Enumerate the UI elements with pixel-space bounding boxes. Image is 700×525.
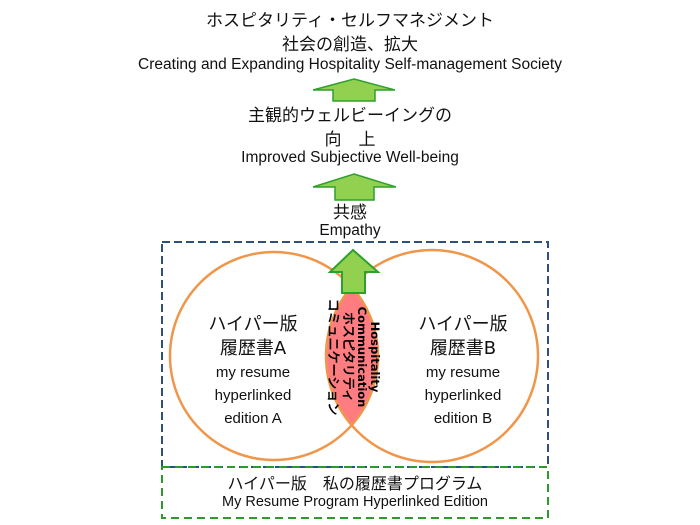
circle-b <box>324 248 540 464</box>
program-title-jp: ハイパー版 私の履歴書プログラム <box>227 474 483 493</box>
circle-a-en1: my resume <box>215 364 291 381</box>
wellbeing-subtitle-jp: 向 上 <box>324 130 376 150</box>
circle-a <box>168 250 380 462</box>
empathy-jp: 共感 <box>333 203 367 223</box>
up-arrow-icon <box>327 248 381 294</box>
circle-b-jp2: 履歴書B <box>429 338 497 359</box>
circle-a-en3: edition A <box>224 410 282 427</box>
intersection-label: Hospitality Communication ホスピタリティ コミュニケー… <box>325 298 382 416</box>
circle-b-en3: edition B <box>433 410 493 427</box>
circle-b-jp1: ハイパー版 <box>418 314 508 335</box>
program-title-en: My Resume Program Hyperlinked Edition <box>222 494 488 510</box>
circle-b-en2: hyperlinked <box>424 387 502 404</box>
society-title-en: Creating and Expanding Hospitality Self-… <box>138 56 562 73</box>
society-title-jp: ホスピタリティ・セルフマネジメント <box>206 11 494 31</box>
empathy-en: Empathy <box>319 222 381 239</box>
venn-container-box <box>161 241 549 468</box>
intersection-jp1: ホスピタリティ <box>340 311 355 403</box>
intersection-en2: Communication <box>355 306 369 408</box>
intersection-jp2: コミュニケーション <box>325 298 340 416</box>
wellbeing-title-en: Improved Subjective Well-being <box>241 149 459 166</box>
circle-b-en1: my resume <box>425 364 501 381</box>
circle-a-jp2: 履歴書A <box>219 338 287 359</box>
up-arrow-icon <box>312 173 397 201</box>
program-box <box>161 466 549 519</box>
up-arrow-icon <box>312 78 396 102</box>
circle-a-en2: hyperlinked <box>214 387 292 404</box>
intersection-en1: Hospitality <box>368 321 382 393</box>
circle-b-label: ハイパー版 履歴書B my resume hyperlinked edition… <box>388 313 538 430</box>
circle-a-label: ハイパー版 履歴書A my resume hyperlinked edition… <box>178 313 328 430</box>
circle-a-jp1: ハイパー版 <box>208 314 298 335</box>
society-subtitle-jp: 社会の創造、拡大 <box>282 35 418 55</box>
wellbeing-title-jp: 主観的ウェルビーイングの <box>248 106 452 126</box>
